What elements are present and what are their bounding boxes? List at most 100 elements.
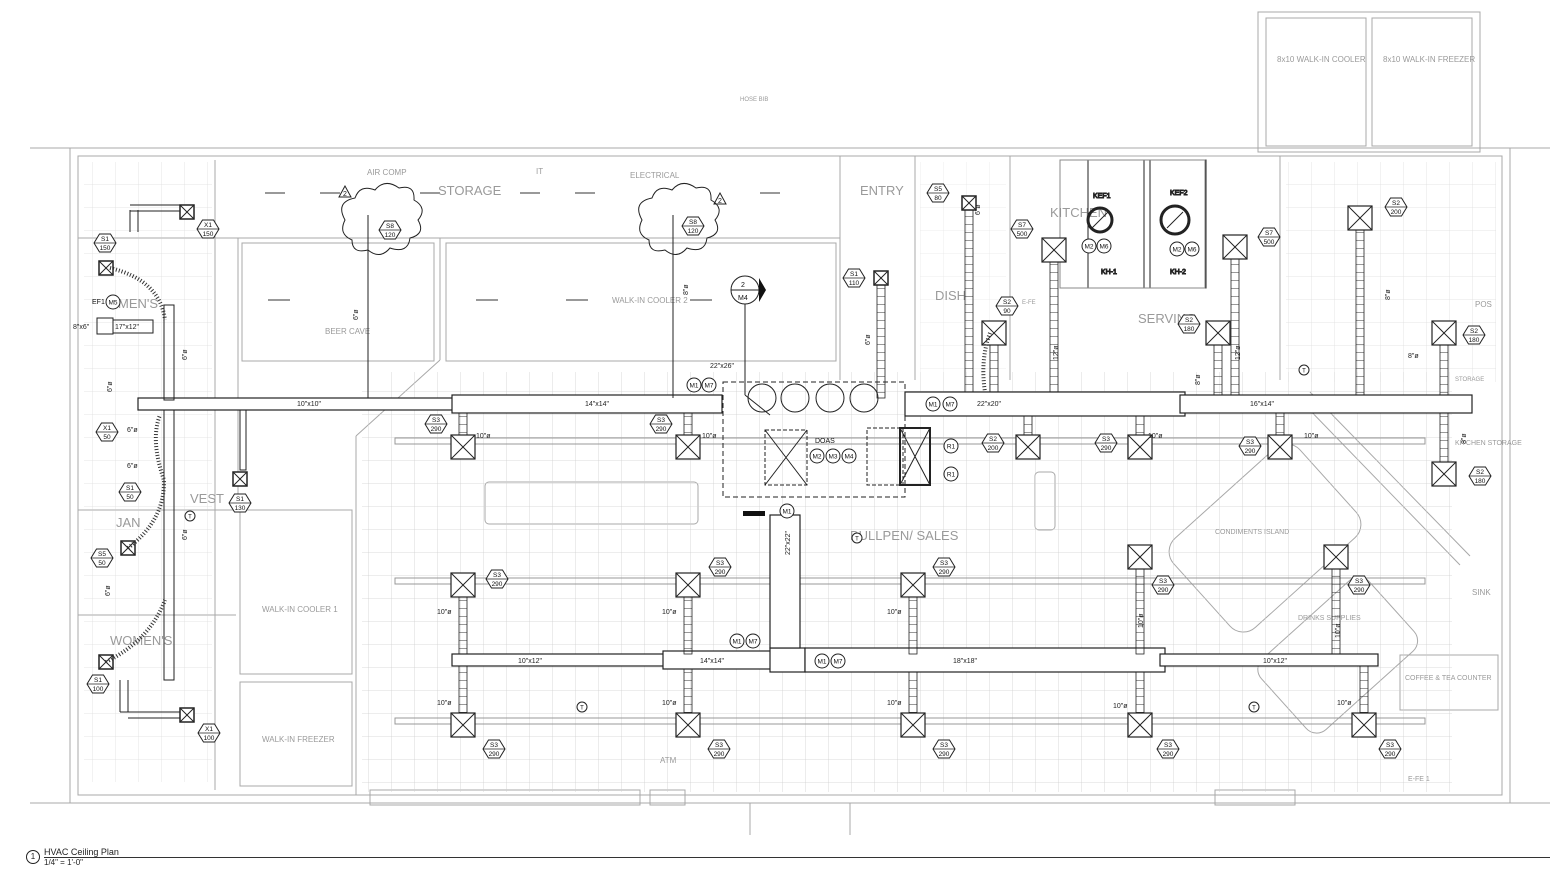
- room-walkin-cooler-top: 8x10 WALK-IN COOLER: [1277, 55, 1366, 64]
- room-labels: STORAGE IT ELECTRICAL AIR COMP HOSE BIB …: [110, 55, 1522, 783]
- drawing-title: HVAC Ceiling Plan: [44, 847, 119, 857]
- ef1-label: EF1: [92, 299, 105, 306]
- circle-tag-4: M2: [809, 448, 825, 464]
- title-underline: [44, 857, 1550, 858]
- room-entry: ENTRY: [860, 183, 904, 198]
- flex-duct-10: [1049, 261, 1059, 393]
- circle-tag-8: M1: [729, 633, 745, 649]
- grille-1: [232, 471, 248, 487]
- duct-label-16x14: 16"x14": [1250, 401, 1275, 408]
- diffuser-5: [1431, 461, 1457, 487]
- branch-label-8: 10"ø: [662, 700, 677, 707]
- svg-text:X1: X1: [204, 222, 212, 229]
- svg-text:T: T: [580, 706, 584, 712]
- svg-text:M1: M1: [817, 659, 826, 666]
- flex-duct-7: [1355, 229, 1365, 396]
- branch-label-0: 10"ø: [476, 433, 491, 440]
- ef-duct-1-label: 8"x6": [73, 324, 90, 331]
- branch-label-23: 6"ø: [182, 529, 189, 540]
- svg-text:S1: S1: [126, 485, 134, 492]
- svg-text:S5: S5: [934, 186, 942, 193]
- label-efe-top: E-FE: [1022, 300, 1036, 306]
- svg-text:290: 290: [489, 751, 500, 758]
- circle-tag-13: M2: [1081, 238, 1097, 254]
- svg-text:T: T: [188, 515, 192, 521]
- drawing-scale: 1/4" = 1'-0": [44, 858, 84, 867]
- svg-text:290: 290: [714, 751, 725, 758]
- label-drinks: DRINKS SUPPLIES: [1298, 615, 1361, 622]
- branch-label-17: 6"ø: [865, 334, 872, 345]
- duct-label-22x20: 22"x20": [977, 401, 1002, 408]
- svg-text:S5: S5: [98, 551, 106, 558]
- label-kitchen-storage: KITCHEN STORAGE: [1455, 440, 1522, 447]
- branch-label-12: 8"ø: [1408, 353, 1419, 360]
- diffuser-12: [450, 572, 476, 598]
- diffuser-13: [675, 572, 701, 598]
- svg-text:M2: M2: [1084, 244, 1093, 251]
- flex-duct-curve-0: [109, 266, 167, 321]
- room-walkin-cooler-1: WALK-IN COOLER 1: [262, 605, 338, 614]
- svg-text:M2: M2: [812, 454, 821, 461]
- title-block: [24, 845, 1550, 872]
- svg-text:S3: S3: [1164, 742, 1172, 749]
- svg-text:80: 80: [934, 195, 942, 202]
- room-jan: JAN: [116, 515, 141, 530]
- svg-text:150: 150: [100, 245, 111, 252]
- branch-label-22: 6"ø: [127, 463, 138, 470]
- rev-tag-1: 2: [343, 191, 347, 198]
- room-walkin-cooler-2: WALK-IN COOLER 2: [612, 296, 688, 305]
- branch-label-1: 10"ø: [702, 433, 717, 440]
- branch-label-26: 12"ø: [1235, 345, 1242, 360]
- room-walkin-freezer: WALK-IN FREEZER: [262, 735, 335, 744]
- revision-triangles: 2 2: [343, 191, 722, 205]
- svg-text:M7: M7: [833, 659, 842, 666]
- roof-clouds: [338, 183, 727, 398]
- svg-text:290: 290: [492, 581, 503, 588]
- room-walkin-freezer-top: 8x10 WALK-IN FREEZER: [1383, 55, 1475, 64]
- duct-label-14x14-bottom: 14"x14": [700, 658, 725, 665]
- flex-duct-14: [908, 596, 918, 655]
- branch-label-2: 10"ø: [1148, 433, 1163, 440]
- room-beer-cave: BEER CAVE: [325, 327, 370, 336]
- svg-text:S2: S2: [989, 436, 997, 443]
- circle-tag-6: M4: [841, 448, 857, 464]
- flex-duct-13: [683, 596, 693, 655]
- branch-label-7: 10"ø: [437, 700, 452, 707]
- svg-text:180: 180: [1475, 478, 1486, 485]
- room-electrical: ELECTRICAL: [630, 171, 680, 180]
- ef-duct-2-label: 17"x12": [115, 324, 140, 331]
- diffuser-20: [1127, 712, 1153, 738]
- supply-duct-bottom: [451, 647, 1379, 673]
- circle-tag-14: M6: [1096, 238, 1112, 254]
- branch-label-19: 6"ø: [182, 349, 189, 360]
- grille-4: [179, 204, 195, 220]
- svg-text:290: 290: [431, 426, 442, 433]
- svg-text:290: 290: [1158, 587, 1169, 594]
- branch-label-13: 8"ø: [1195, 374, 1202, 385]
- room-mens: MEN'S: [118, 296, 158, 311]
- flex-duct-22: [876, 284, 886, 399]
- svg-text:150: 150: [203, 231, 214, 238]
- svg-text:M3: M3: [828, 454, 837, 461]
- svg-text:S3: S3: [716, 560, 724, 567]
- branch-label-18: 6"ø: [975, 204, 982, 215]
- circle-tag-16: M6: [1184, 241, 1200, 257]
- light-fixtures: [265, 192, 780, 301]
- svg-text:290: 290: [939, 569, 950, 576]
- branch-label-14: 8"ø: [1385, 289, 1392, 300]
- flex-duct-16: [1331, 568, 1341, 655]
- ef1-exhaust-fan: EF1 8"x6" 17"x12": [73, 299, 154, 335]
- label-hose-bib: HOSE BIB: [740, 97, 768, 103]
- branch-label-28: 10"ø: [1335, 623, 1342, 638]
- svg-text:200: 200: [1391, 209, 1402, 216]
